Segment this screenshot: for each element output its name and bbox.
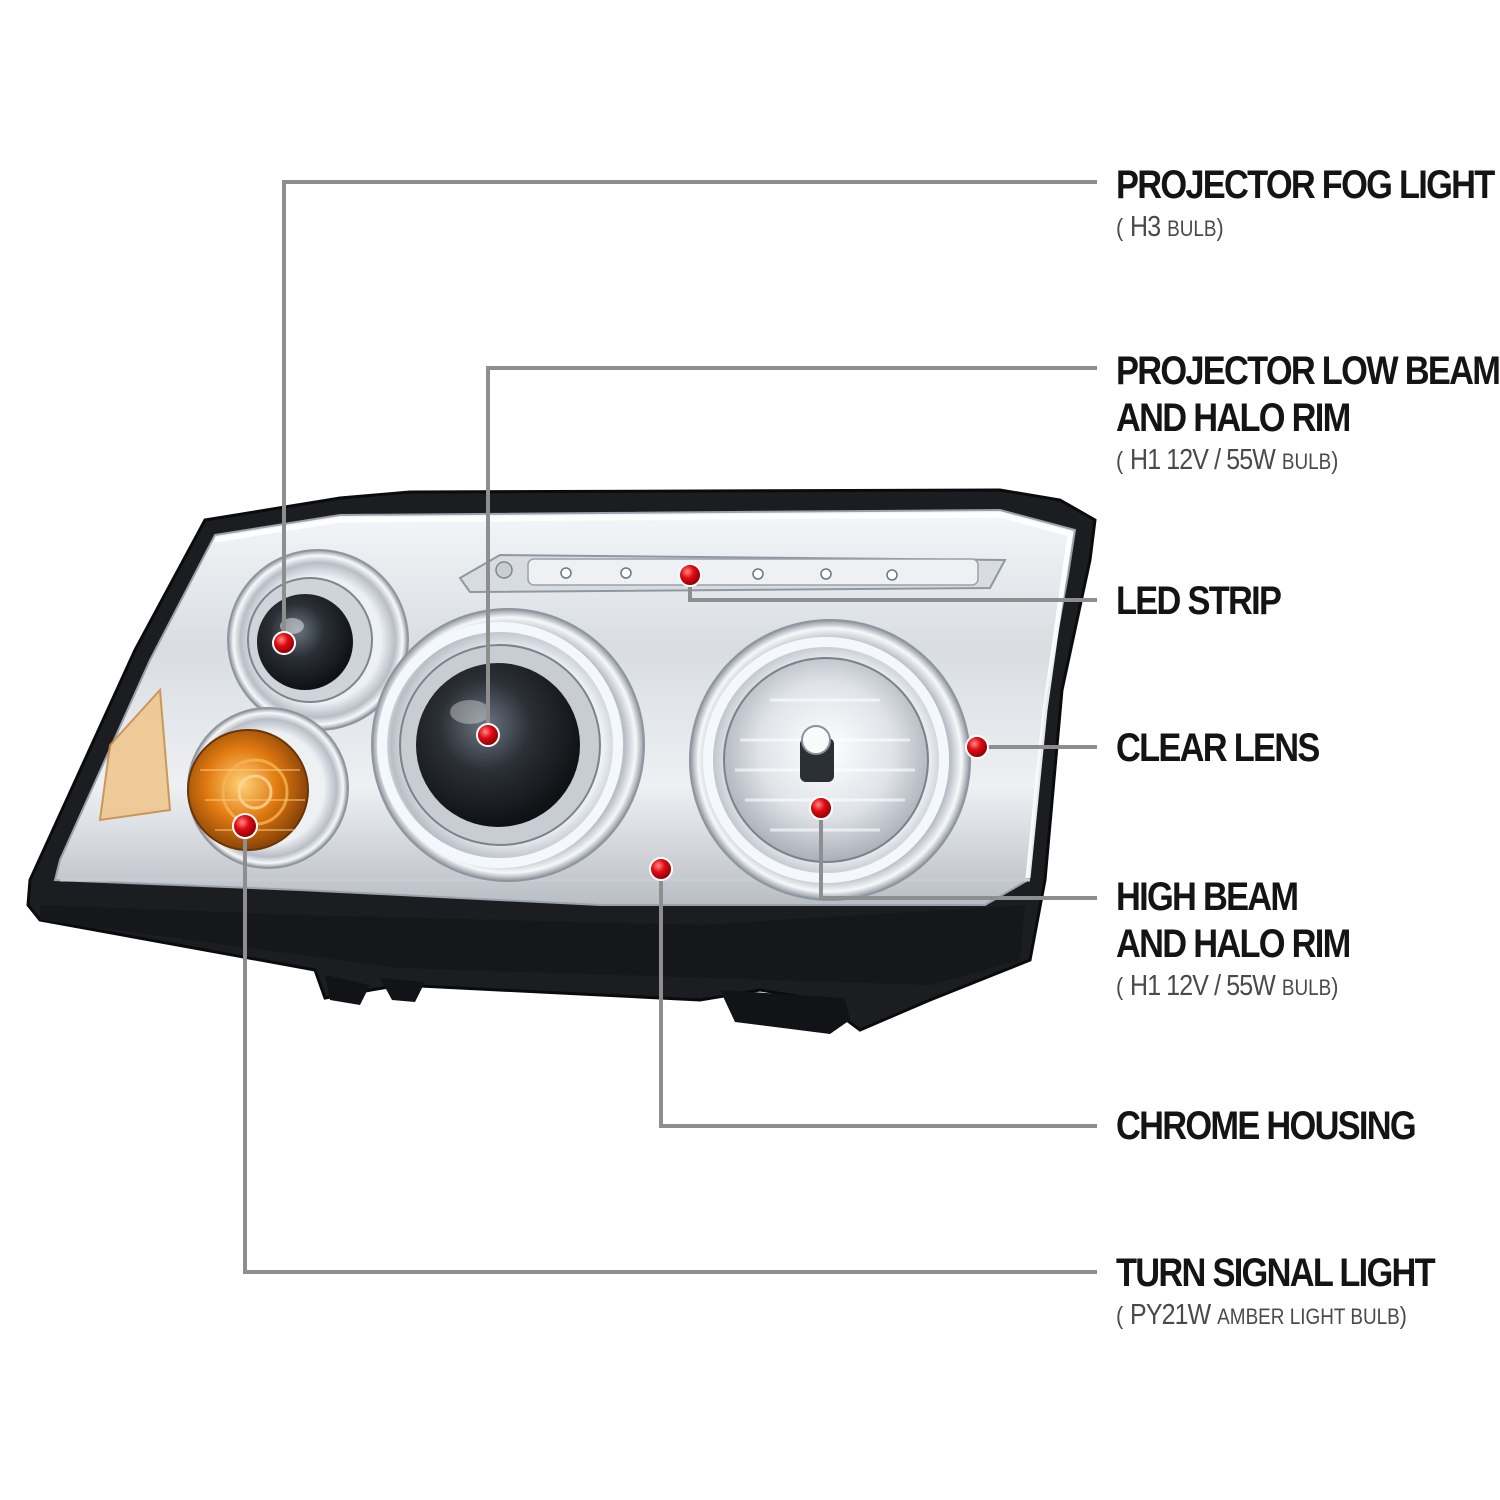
- high-beam: [689, 619, 971, 901]
- low-beam-projector: [371, 608, 645, 882]
- callout-title-2: AND HALO RIM: [1116, 396, 1351, 440]
- marker-high: [809, 796, 833, 820]
- leader-turn: [243, 826, 1097, 1274]
- bottom-trim: [40, 905, 1025, 985]
- clear-lens-outline: [214, 512, 1073, 879]
- leader-fog: [282, 180, 1097, 643]
- marker-turn: [232, 813, 258, 839]
- mount-tab-right: [720, 990, 850, 1034]
- callout-title: TURN SIGNAL LIGHT: [1116, 1251, 1436, 1295]
- marker-clear: [965, 735, 989, 759]
- corner-reflector: [98, 687, 172, 822]
- leader-low: [486, 366, 1097, 735]
- callout-title: PROJECTOR LOW BEAM: [1116, 349, 1500, 393]
- callout-title-2: AND HALO RIM: [1116, 922, 1351, 966]
- callout-title: PROJECTOR FOG LIGHT: [1116, 163, 1495, 207]
- callout-led-strip: LED STRIP: [1116, 578, 1307, 625]
- callout-title: LED STRIP: [1116, 579, 1282, 623]
- callout-title: HIGH BEAM: [1116, 875, 1299, 919]
- turn-signal: [187, 707, 349, 869]
- marker-dots: [232, 563, 989, 881]
- led-strip: [458, 553, 1007, 594]
- callout-low-beam: PROJECTOR LOW BEAM AND HALO RIM (H1 12V …: [1116, 348, 1500, 477]
- leader-red-ends: [900, 180, 1097, 1274]
- marker-led: [678, 563, 702, 587]
- marker-low: [476, 723, 500, 747]
- callout-title: CLEAR LENS: [1116, 726, 1320, 770]
- mount-tab-mid: [380, 978, 425, 1002]
- mount-tab-left: [325, 975, 370, 1005]
- callout-clear-lens: CLEAR LENS: [1116, 725, 1352, 772]
- callout-chrome-housing: CHROME HOUSING: [1116, 1103, 1464, 1150]
- marker-fog: [272, 631, 296, 655]
- marker-chrome: [649, 857, 673, 881]
- callout-title: CHROME HOUSING: [1116, 1104, 1417, 1148]
- fog-projector: [227, 549, 409, 731]
